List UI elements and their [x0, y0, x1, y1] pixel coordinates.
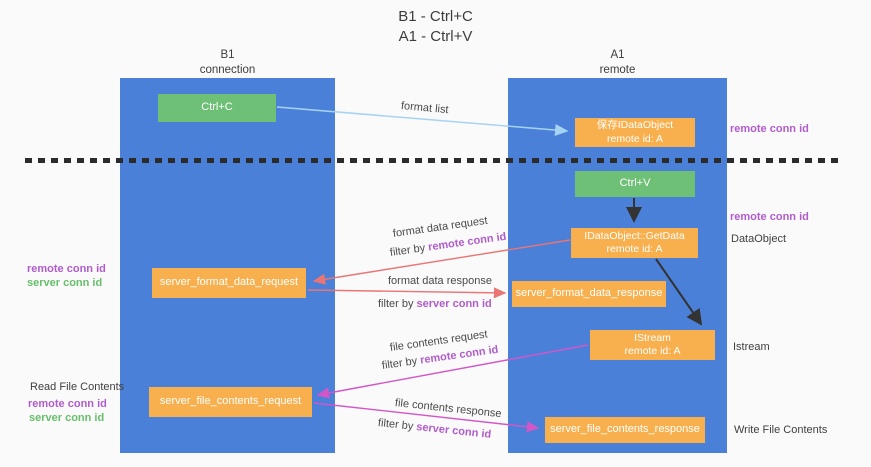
node-istream-line2: remote id: A [624, 345, 681, 357]
node-getdata-line1: IDataObject::GetData [584, 229, 685, 242]
node-ctrl-v: Ctrl+V [575, 171, 695, 197]
arrow-label-filter-server-1: filter by server conn id [378, 298, 492, 310]
left-column-header: B1 connection [120, 48, 335, 78]
right-label-write-file-contents: Write File Contents [734, 424, 828, 436]
node-server-format-data-response: server_format_data_response [512, 281, 666, 307]
arrow-label-filter-server-2: filter by server conn id [377, 417, 491, 441]
filter-by-text: filter by [377, 417, 414, 433]
left-column-name: B1 [220, 49, 235, 61]
right-column-role: remote [599, 63, 636, 76]
server-conn-id-text: server conn id [416, 298, 492, 310]
node-server-file-contents-request: server_file_contents_request [149, 387, 312, 417]
left-column-role: connection [199, 63, 256, 76]
node-ctrl-c: Ctrl+C [158, 94, 276, 122]
filter-by-text: filter by [389, 242, 426, 259]
node-istream-line1: IStream [634, 331, 671, 344]
node-save-idataobject-line1: 保存IDataObject [596, 119, 674, 132]
title-line-1: B1 - Ctrl+C [398, 8, 473, 25]
arrow-format-data-response [307, 287, 507, 299]
filter-by-text: filter by [381, 355, 418, 372]
filter-by-text: filter by [378, 298, 414, 310]
server-conn-id-text: server conn id [415, 421, 492, 441]
node-save-idataobject-line2: remote id: A [606, 132, 664, 145]
node-format-response-label: server_format_data_response [515, 287, 663, 300]
title-line-2: A1 - Ctrl+V [398, 28, 473, 46]
left-label-remote-conn-id-1: remote conn id [27, 263, 106, 275]
node-ctrl-v-label: Ctrl+V [619, 177, 651, 190]
right-label-istream: Istream [733, 341, 770, 353]
phase-separator-dashed-line [25, 158, 838, 163]
arrow-label-format-data-response: format data response [388, 275, 492, 287]
node-server-file-contents-response: server_file_contents_response [545, 417, 705, 443]
left-label-read-file-contents: Read File Contents [30, 381, 125, 393]
right-label-remote-conn-id-mid: remote conn id [730, 211, 809, 223]
diagram-title: B1 - Ctrl+C A1 - Ctrl+V [0, 7, 871, 48]
left-label-remote-conn-id-2: remote conn id [28, 398, 107, 410]
node-save-idataobject: 保存IDataObject remote id: A [575, 118, 695, 147]
arrow-label-file-contents-response: file contents response [394, 397, 503, 421]
node-getdata-line2: remote id: A [606, 243, 663, 255]
node-ctrl-c-label: Ctrl+C [201, 101, 233, 114]
arrow-label-format-list: format list [400, 100, 450, 117]
right-column-name: A1 [610, 49, 625, 61]
node-istream: IStream remote id: A [590, 330, 715, 360]
node-idataobject-getdata: IDataObject::GetData remote id: A [571, 228, 698, 258]
remote-conn-id-text: remote conn id [427, 230, 508, 254]
right-label-remote-conn-id-top: remote conn id [730, 123, 809, 135]
right-column-header: A1 remote [508, 48, 727, 78]
left-label-server-conn-id-1: server conn id [27, 277, 103, 289]
right-label-dataobject: DataObject [731, 233, 787, 245]
node-server-format-data-request: server_format_data_request [152, 268, 306, 298]
node-file-response-label: server_file_contents_response [550, 423, 700, 436]
node-format-request-label: server_format_data_request [159, 276, 299, 289]
node-file-request-label: server_file_contents_request [159, 395, 302, 408]
left-label-server-conn-id-2: server conn id [29, 412, 105, 424]
